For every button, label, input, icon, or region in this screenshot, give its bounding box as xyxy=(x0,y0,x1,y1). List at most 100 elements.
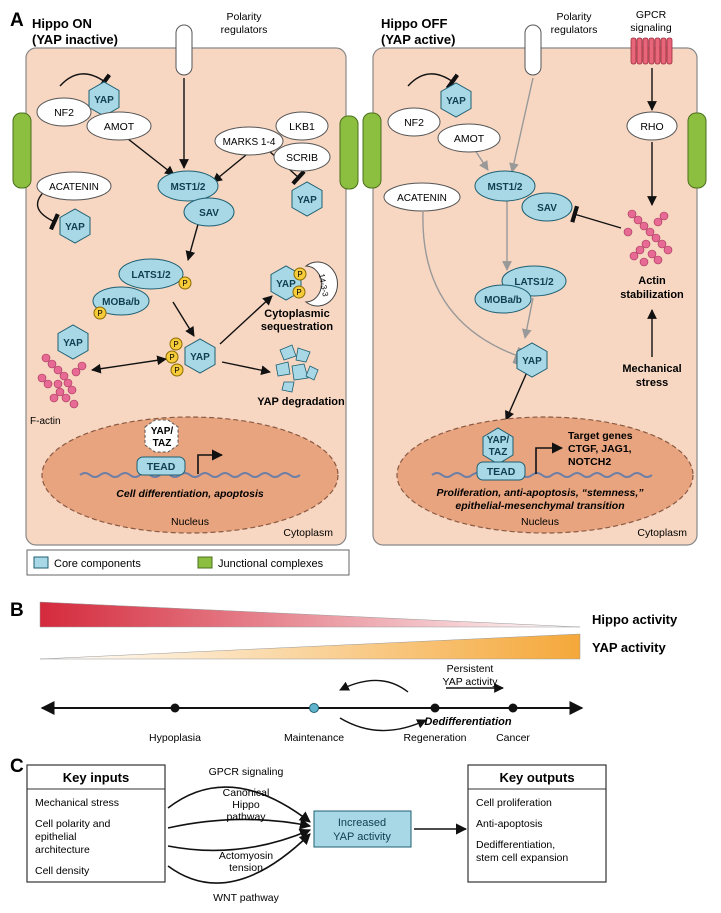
left-mst-node xyxy=(157,170,219,202)
right-junction-inner xyxy=(362,112,382,189)
left-cytoplasm-label: Cytoplasm xyxy=(283,527,333,539)
right-tead-box xyxy=(476,461,526,481)
axis-label-maintenance: Maintenance xyxy=(284,732,344,744)
right-nucleus-label: Nucleus xyxy=(521,516,559,528)
legend-junctional-swatch xyxy=(197,556,213,569)
outputs-title: Key outputs xyxy=(499,770,574,785)
arrow-canonical xyxy=(167,818,312,830)
left-dna-strand xyxy=(79,472,301,478)
hippo-activity-label: Hippo activity xyxy=(592,612,678,627)
output-dediff-1: Dedifferentiation, xyxy=(476,839,555,851)
axis-dot-cancer xyxy=(508,703,518,713)
left-sav-node xyxy=(183,197,235,227)
left-nf2-node xyxy=(36,97,92,127)
right-mst-node xyxy=(474,170,536,202)
svg-text:P: P xyxy=(169,353,174,362)
output-proliferation: Cell proliferation xyxy=(476,797,552,809)
right-gpcr-2: signaling xyxy=(630,22,672,34)
right-polarity-1: Polarity xyxy=(556,11,592,23)
right-polarity-2: regulators xyxy=(551,24,598,36)
right-title-1: Hippo OFF xyxy=(381,16,447,31)
arrow-maintenance-to-regen xyxy=(339,717,427,732)
right-sav-label: SAV xyxy=(537,203,557,214)
panel-c-letter: C xyxy=(10,756,24,777)
left-polarity-2: regulators xyxy=(221,24,268,36)
legend-core-swatch xyxy=(33,556,49,569)
arrow-gpcr xyxy=(167,786,311,823)
increased-yap-label-1: Increased xyxy=(338,817,386,829)
increased-yap-box xyxy=(313,810,412,848)
right-yaptaz-2: TAZ xyxy=(489,447,508,458)
left-nf2-label: NF2 xyxy=(54,107,74,119)
right-actin-label-1: Actin xyxy=(638,275,666,287)
left-mob-label: MOBa/b xyxy=(102,297,140,308)
left-marks-node xyxy=(214,126,284,156)
axis-label-hypoplasia: Hypoplasia xyxy=(149,732,201,744)
panel-a-letter: A xyxy=(10,10,24,31)
right-mob-node xyxy=(474,284,532,314)
increased-yap-label-2: YAP activity xyxy=(333,831,391,843)
left-mob-node xyxy=(92,286,150,316)
left-polarity-receptor xyxy=(175,24,193,76)
persistent-label-2: YAP activity xyxy=(442,676,498,688)
right-targets-3: NOTCH2 xyxy=(568,456,611,468)
svg-text:P: P xyxy=(182,279,187,288)
legend-core-label: Core components xyxy=(54,558,141,570)
left-lats-node xyxy=(118,258,184,290)
input-polarity-2: epithelial xyxy=(35,831,76,843)
left-yap-label-acatenin: YAP xyxy=(65,222,85,233)
axis-dot-hypoplasia xyxy=(170,703,180,713)
axis-label-cancer: Cancer xyxy=(496,732,530,744)
right-targets-2: CTGF, JAG1, xyxy=(568,443,632,455)
right-cell: Hippo OFF (YAP active) Polarity regulato… xyxy=(339,9,707,546)
right-cytoplasm-label: Cytoplasm xyxy=(637,527,687,539)
left-tead-box xyxy=(136,456,186,476)
right-tead-label: TEAD xyxy=(487,466,516,478)
input-density: Cell density xyxy=(35,865,90,877)
left-amot-label: AMOT xyxy=(104,121,135,133)
actomyosin-label-2: tension xyxy=(229,862,263,874)
right-mob-label: MOBa/b xyxy=(484,295,522,306)
inputs-box xyxy=(26,764,166,883)
right-nucleus-text-1: Proliferation, anti-apoptosis, “stemness… xyxy=(436,487,644,499)
left-yap-label-marks: YAP xyxy=(297,195,317,206)
left-amot-node xyxy=(86,111,152,141)
left-nucleus-text: Cell differentiation, apoptosis xyxy=(116,488,264,500)
yap-activity-label: YAP activity xyxy=(592,640,666,655)
left-1433-protein xyxy=(304,261,338,307)
right-dna-strand xyxy=(431,472,653,478)
right-yap-label-top: YAP xyxy=(446,96,466,107)
left-yap-label-phospho: YAP xyxy=(190,352,210,363)
right-nf2-label: NF2 xyxy=(404,117,424,129)
left-yaptaz-hex xyxy=(144,419,179,453)
right-targets-1: Target genes xyxy=(568,430,633,442)
left-lkb1-label: LKB1 xyxy=(289,121,315,133)
svg-text:P: P xyxy=(296,288,301,297)
svg-text:P: P xyxy=(174,366,179,375)
legend-box xyxy=(26,549,350,576)
left-cell: Hippo ON (YAP inactive) Polarity regulat… xyxy=(12,11,347,546)
right-amot-node xyxy=(437,123,501,153)
left-seq-label-1: Cytoplasmic xyxy=(264,308,329,320)
left-lats-label: LATS1/2 xyxy=(131,270,171,281)
left-yap-label-factin: YAP xyxy=(63,338,83,349)
left-acatenin-node xyxy=(36,171,112,201)
left-yaptaz-1: YAP/ xyxy=(151,426,174,437)
left-lkb1-node xyxy=(275,111,329,141)
wnt-label: WNT pathway xyxy=(213,892,279,904)
arrow-wnt xyxy=(167,833,311,884)
left-yap-label-top: YAP xyxy=(94,95,114,106)
outputs-box xyxy=(467,764,607,883)
right-nf2-node xyxy=(387,107,441,137)
right-junction-right xyxy=(687,112,707,189)
arrow-actomyosin xyxy=(167,828,312,852)
legend-junctional-label: Junctional complexes xyxy=(218,558,324,570)
left-yap-fragments xyxy=(275,344,319,393)
dedifferentiation-label: Dedifferentiation xyxy=(424,716,511,728)
left-seq-phospho: P P xyxy=(292,267,307,299)
axis-label-regeneration: Regeneration xyxy=(403,732,466,744)
right-mech-label-1: Mechanical xyxy=(622,363,681,375)
right-mst-label: MST1/2 xyxy=(487,182,522,193)
right-mech-label-2: stress xyxy=(636,377,668,389)
